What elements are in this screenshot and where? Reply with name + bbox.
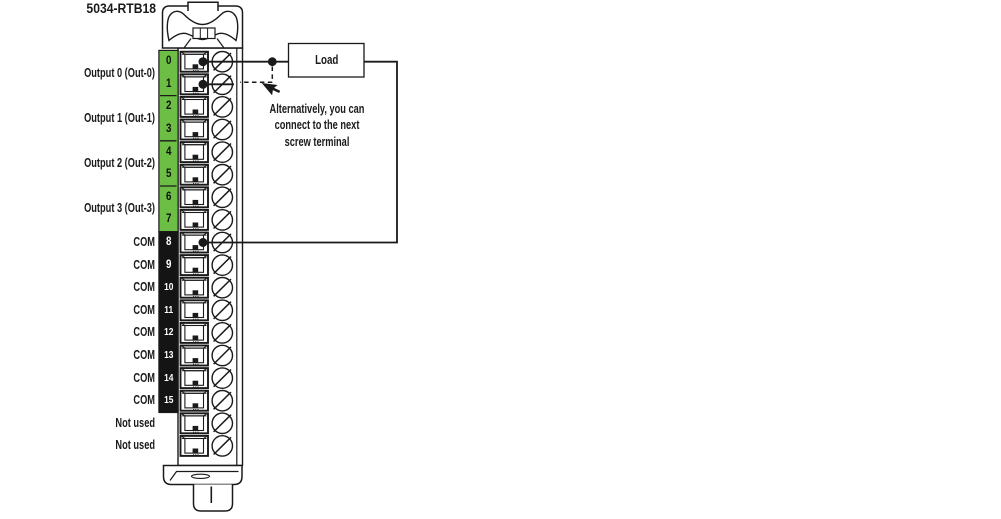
- clamp-icon: [179, 276, 209, 299]
- channel-label: COM: [133, 393, 155, 408]
- channel-label: Output 3 (Out-3): [84, 201, 155, 216]
- terminal-15: [179, 389, 234, 412]
- terminal-12: [179, 321, 234, 344]
- terminal-number: 10: [163, 281, 173, 294]
- terminal-number: 5: [165, 168, 171, 181]
- rtb-bottom-cap: [162, 464, 243, 512]
- clamp-icon: [179, 141, 209, 164]
- figure-title: 5034-RTB18: [86, 1, 156, 16]
- terminal-10: [179, 276, 234, 299]
- terminal-number: 0: [165, 55, 171, 68]
- terminal-number: 12: [163, 326, 173, 339]
- terminal-8: [179, 231, 234, 254]
- load-box: [287, 42, 365, 78]
- rtb-top-cap: [161, 1, 244, 49]
- channel-label: Output 1 (Out-1): [84, 110, 155, 125]
- wire-load-to-com: [203, 60, 398, 244]
- channel-label: Output 2 (Out-2): [84, 155, 155, 170]
- note-line: screw terminal: [284, 134, 350, 149]
- clamp-icon: [179, 163, 209, 186]
- clamp-icon: [179, 412, 209, 435]
- terminal-number: 8: [165, 236, 171, 248]
- terminal-number: 9: [165, 258, 171, 271]
- note-line: connect to the next: [274, 118, 360, 133]
- terminal-9: [179, 254, 234, 277]
- keying-tab: [192, 484, 234, 512]
- terminal-not-used-17: [179, 434, 234, 457]
- terminal-2: [179, 95, 234, 118]
- com-strip-black: [158, 231, 179, 414]
- channel-label: COM: [133, 348, 155, 362]
- terminal-number: 7: [165, 213, 171, 226]
- clamp-icon: [179, 299, 209, 322]
- channel-label: Not used: [115, 415, 155, 430]
- load-label: Load: [314, 53, 338, 67]
- terminal-number: 11: [163, 303, 173, 316]
- terminal-14: [179, 367, 234, 390]
- terminal-number: 3: [165, 123, 171, 135]
- channel-label: Not used: [115, 438, 155, 453]
- clamp-icon: [179, 321, 209, 344]
- wiring-layer: [203, 57, 398, 244]
- terminal-number: 2: [165, 100, 171, 113]
- terminal-number: 1: [165, 77, 171, 90]
- cursor-arrow-icon: [261, 83, 281, 96]
- terminal-not-used-16: [179, 412, 234, 435]
- clamp-icon: [179, 254, 209, 277]
- clamp-icon: [179, 95, 209, 118]
- terminal-number: 4: [165, 145, 171, 158]
- clamp-icon: [179, 118, 209, 141]
- terminal-number: 13: [163, 349, 173, 361]
- clamp-icon: [179, 434, 209, 457]
- terminal-13: [179, 344, 234, 367]
- terminal-7: [179, 208, 234, 231]
- terminal-6: [179, 186, 234, 209]
- channel-pair-dividers: [160, 94, 177, 187]
- clamp-icon: [179, 367, 209, 390]
- channel-label: COM: [133, 325, 155, 340]
- channel-label: Output 0 (Out-0): [84, 65, 155, 80]
- terminals-layer: [179, 50, 234, 457]
- channel-label: COM: [133, 370, 155, 385]
- terminal-11: [179, 299, 234, 322]
- note-line: Alternatively, you can: [269, 102, 365, 116]
- clamp-icon: [179, 389, 209, 412]
- clamp-icon: [179, 208, 209, 231]
- terminal-4: [179, 141, 234, 164]
- terminal-number: 15: [163, 394, 173, 407]
- channel-label: COM: [133, 280, 155, 295]
- terminal-5: [179, 163, 234, 186]
- rtb-housing: [158, 1, 244, 512]
- clamp-icon: [179, 344, 209, 367]
- alternative-connection-dashed-wire: [240, 66, 274, 83]
- clamp-icon: [179, 186, 209, 209]
- terminal-number: 6: [165, 190, 171, 203]
- terminal-number: 14: [163, 371, 173, 384]
- terminal-3: [179, 118, 234, 141]
- top-tab: [187, 1, 219, 11]
- wire-junction-dot: [267, 57, 277, 67]
- channel-label: COM: [133, 257, 155, 272]
- channel-label: COM: [133, 302, 155, 317]
- channel-label: COM: [133, 235, 155, 249]
